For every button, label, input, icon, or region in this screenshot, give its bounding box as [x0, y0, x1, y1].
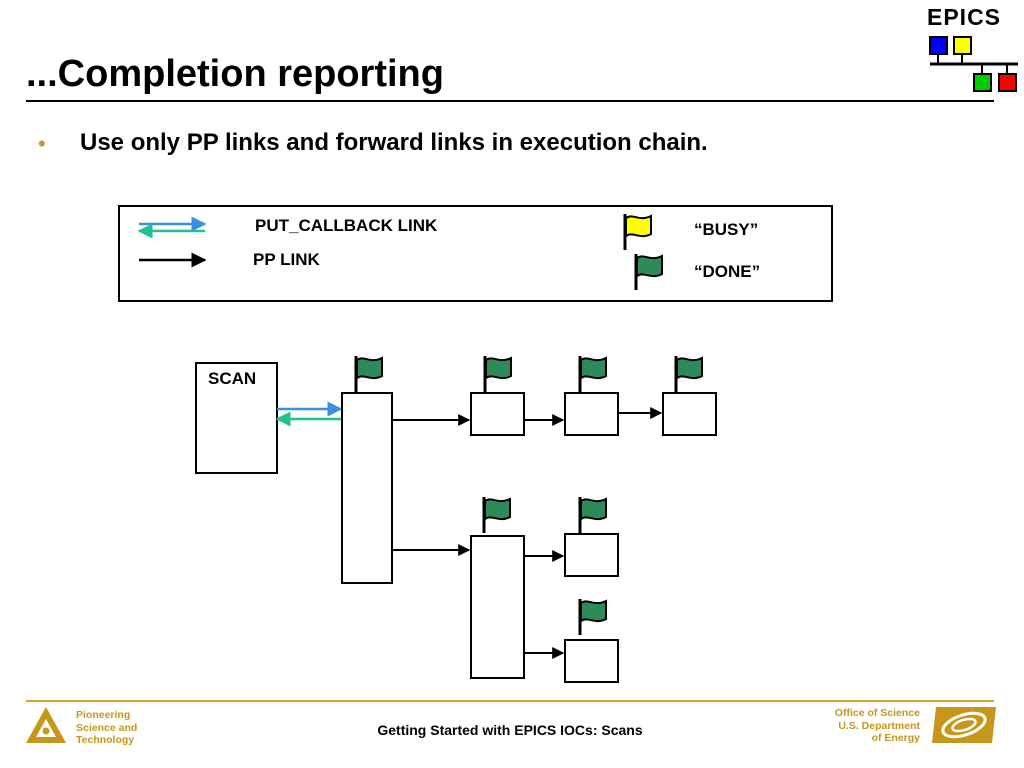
epics-logo — [929, 36, 1018, 92]
legend-busy-label: “BUSY” — [694, 220, 759, 239]
slide-title: ...Completion reporting — [26, 53, 444, 95]
record-bottom-1 — [564, 533, 619, 577]
footer-title: Getting Started with EPICS IOCs: Scans — [0, 722, 1024, 738]
footer-divider — [26, 700, 994, 702]
record-bottom-tall — [470, 535, 525, 679]
flag-top-3-done-icon — [674, 354, 704, 394]
footer-right-text: Office of Science U.S. Department of Ene… — [834, 707, 920, 744]
flag-bottom-1-done-icon — [578, 495, 608, 535]
argonne-logo-icon — [26, 707, 66, 743]
footer-left-text: Pioneering Science and Technology — [76, 709, 138, 746]
footer-title-text: Getting Started with EPICS IOCs: Scans — [377, 722, 643, 738]
diagram — [118, 205, 833, 683]
record-top-1 — [470, 392, 525, 436]
bullet-icon: • — [38, 131, 46, 156]
flag-top-2-done-icon — [578, 354, 608, 394]
record-top-3 — [662, 392, 717, 436]
doe-logo-icon — [932, 707, 996, 743]
flag-bottom-2-done-icon — [578, 597, 608, 637]
flag-top-1-done-icon — [483, 354, 513, 394]
epics-logo-text: EPICS — [927, 4, 1002, 30]
legend-box — [118, 205, 833, 302]
record-main — [341, 392, 393, 584]
flag-bottom-tall-done-icon — [482, 495, 512, 535]
record-top-2 — [564, 392, 619, 436]
scan-record-box — [195, 362, 278, 474]
legend-put-callback-label: PUT_CALLBACK LINK — [255, 216, 438, 235]
legend-done-label: “DONE” — [694, 262, 761, 281]
record-bottom-2 — [564, 639, 619, 683]
scan-record-label: SCAN — [208, 369, 257, 388]
title-divider — [26, 100, 994, 102]
flag-main-done-icon — [354, 354, 384, 394]
bullet-text: Use only PP links and forward links in e… — [80, 129, 708, 156]
legend-pp-link-label: PP LINK — [253, 250, 320, 269]
